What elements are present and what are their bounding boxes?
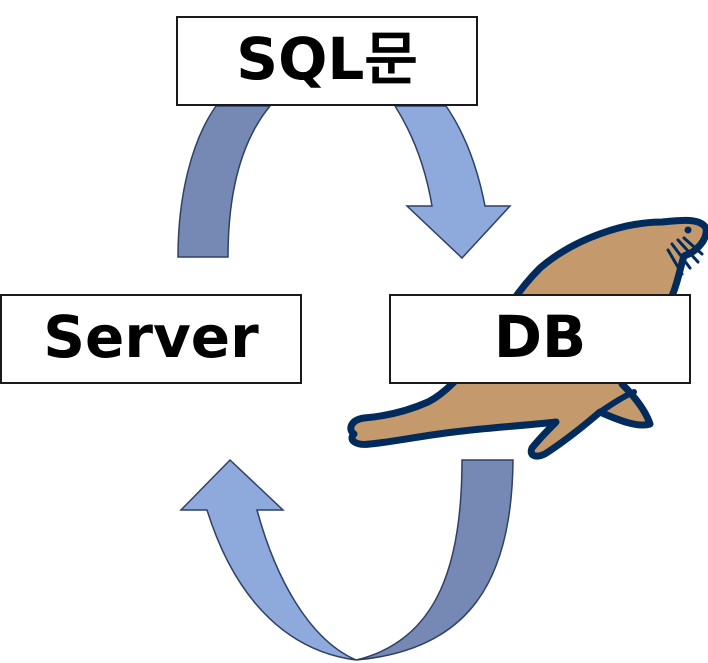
arrow-db-to-server-light [179, 458, 357, 661]
sea-lion-whiskers [666, 236, 704, 276]
arrow-sql-to-db-light [393, 105, 512, 260]
db-label: DB [493, 303, 587, 371]
server-box: Server [0, 294, 302, 384]
sql-statement-label: SQL문 [236, 25, 418, 93]
db-box: DB [389, 294, 691, 384]
sea-lion-flipper [597, 389, 637, 415]
arrow-server-to-sql-dark [177, 105, 272, 258]
server-label: Server [43, 303, 259, 371]
arrow-db-return-dark [355, 459, 514, 661]
sql-statement-box: SQL문 [176, 16, 478, 106]
sea-lion-eye [684, 226, 692, 234]
